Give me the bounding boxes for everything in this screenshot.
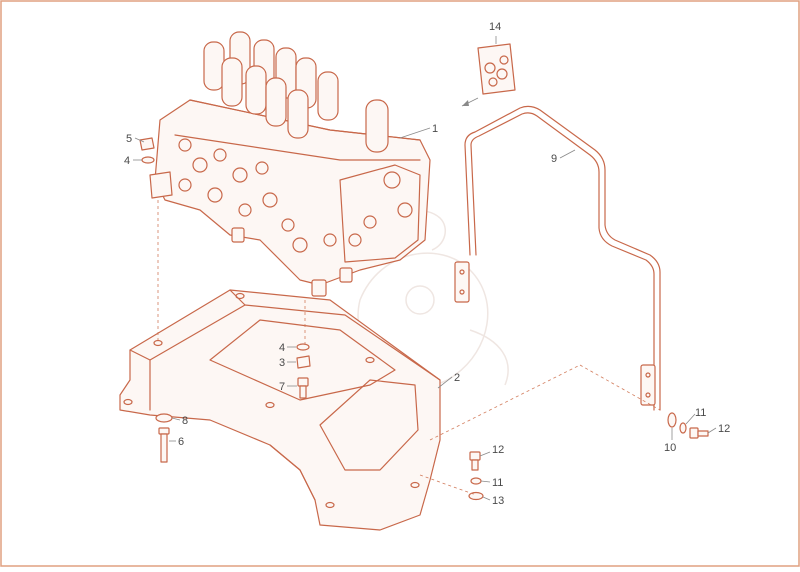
callout-2: 2	[454, 372, 460, 384]
hardware-nut-5	[139, 137, 155, 151]
hardware-nut-11-bottom	[470, 477, 482, 485]
leader-lines	[133, 36, 717, 501]
hardware-bolt-6	[158, 427, 170, 463]
callout-14: 14	[489, 21, 501, 33]
callout-8: 8	[182, 415, 188, 427]
callout-1: 1	[432, 123, 438, 135]
callout-12-bottom: 12	[492, 444, 504, 456]
callout-11-bottom: 11	[492, 477, 503, 489]
hardware-washer-4-bracket	[296, 343, 310, 351]
parts-bag	[461, 43, 516, 107]
callout-12-right: 12	[718, 423, 730, 435]
callout-13: 13	[492, 495, 504, 507]
callout-11-right: 11	[695, 407, 706, 419]
mounting-bracket	[119, 289, 441, 531]
spool-caps	[203, 31, 389, 153]
hardware-washer-13	[468, 491, 484, 501]
callout-6: 6	[178, 436, 184, 448]
hardware-washer-4-left	[141, 156, 155, 164]
callout-7: 7	[279, 381, 285, 393]
callout-3: 3	[279, 357, 285, 369]
control-valve-block	[149, 31, 431, 297]
assembly-lines	[157, 200, 661, 496]
valve-ports	[178, 138, 413, 253]
hardware-washer-10	[667, 412, 677, 428]
callout-10: 10	[664, 442, 676, 454]
callout-5: 5	[126, 133, 132, 145]
callout-4-bracket: 4	[279, 342, 285, 354]
hardware-washer-8	[155, 413, 173, 423]
callout-4-left: 4	[124, 155, 130, 167]
callout-labels: 1 2 3 4 4 5 6 7 8 9 10 11 11 12 12 13 14	[124, 21, 730, 507]
callout-9: 9	[551, 153, 557, 165]
hardware-nut-11-right	[679, 422, 687, 434]
hardware-bolt-12-right	[689, 427, 709, 439]
hardware-nut-3	[296, 355, 311, 369]
hardware-bolt-12-bottom	[469, 451, 481, 471]
hardware-bolt-7	[297, 377, 309, 399]
bent-rod	[454, 105, 661, 411]
